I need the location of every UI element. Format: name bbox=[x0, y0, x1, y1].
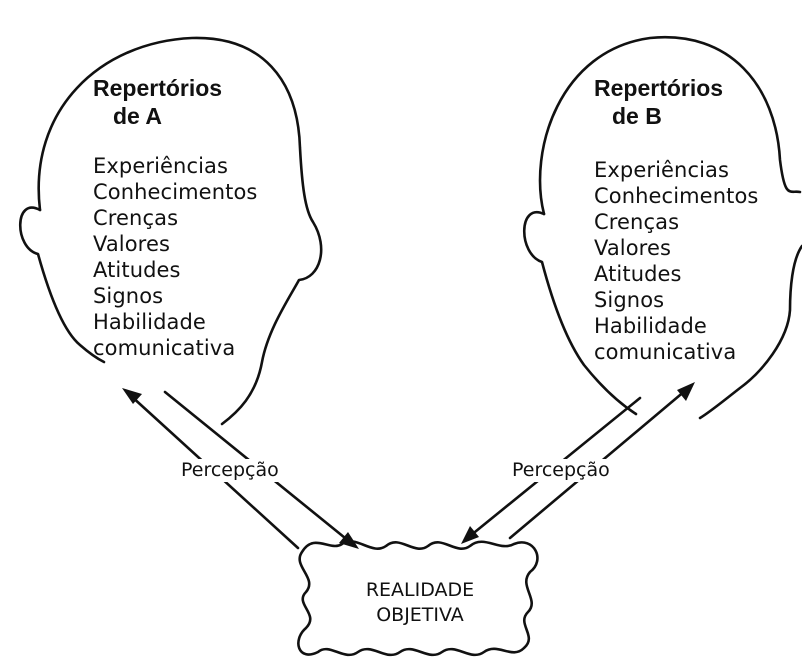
head-a-ear bbox=[19, 206, 106, 364]
repertoire-a-item: Habilidade bbox=[93, 310, 206, 334]
head-b-ear bbox=[523, 210, 638, 416]
perception-label-left: Percepção bbox=[178, 459, 282, 482]
reality-cloud bbox=[297, 540, 539, 657]
repertoire-b-title: Repertórios bbox=[594, 75, 724, 101]
repertoire-a-item: Experiências bbox=[93, 154, 229, 178]
repertoire-b-list: Experiências Conhecimentos Crenças Valor… bbox=[594, 157, 758, 365]
repertoire-a-item: Atitudes bbox=[93, 258, 181, 282]
repertoire-a-item: Crenças bbox=[93, 206, 179, 230]
arrow-reality-to-b-head bbox=[677, 382, 695, 401]
repertoire-b-item: Valores bbox=[594, 236, 672, 260]
head-b-outline bbox=[538, 35, 802, 216]
repertoire-b-item: Conhecimentos bbox=[594, 184, 759, 208]
perception-label-right: Percepção bbox=[509, 459, 613, 482]
repertoire-a-item: Valores bbox=[93, 232, 171, 256]
repertoire-a-title: Repertórios bbox=[93, 75, 223, 101]
repertoire-b-subtitle: de B bbox=[612, 103, 662, 129]
repertoire-a-item: Signos bbox=[93, 284, 164, 308]
repertoire-b-item: Habilidade bbox=[594, 314, 707, 338]
repertoire-b-item: Experiências bbox=[594, 158, 730, 182]
repertoire-a-subtitle: de A bbox=[113, 103, 162, 129]
reality-label: REALIDADE OBJETIVA bbox=[320, 578, 520, 628]
repertoire-a-item: Conhecimentos bbox=[93, 180, 258, 204]
arrow-reality-to-a-head bbox=[122, 388, 142, 404]
repertoire-b-item: comunicativa bbox=[594, 340, 737, 364]
reality-line-2: OBJETIVA bbox=[376, 604, 464, 626]
repertoire-b-item: Signos bbox=[594, 288, 665, 312]
head-b-jaw bbox=[698, 244, 802, 420]
head-a-outline bbox=[37, 36, 323, 426]
arrow-a-to-reality-head bbox=[339, 532, 359, 549]
arrow-b-to-reality-head bbox=[461, 526, 479, 544]
repertoire-a-item: comunicativa bbox=[93, 336, 236, 360]
repertoire-b-item: Crenças bbox=[594, 210, 680, 234]
reality-line-1: REALIDADE bbox=[365, 579, 475, 601]
repertoire-b-item: Atitudes bbox=[594, 262, 682, 286]
repertoire-a-list: Experiências Conhecimentos Crenças Valor… bbox=[93, 153, 257, 361]
